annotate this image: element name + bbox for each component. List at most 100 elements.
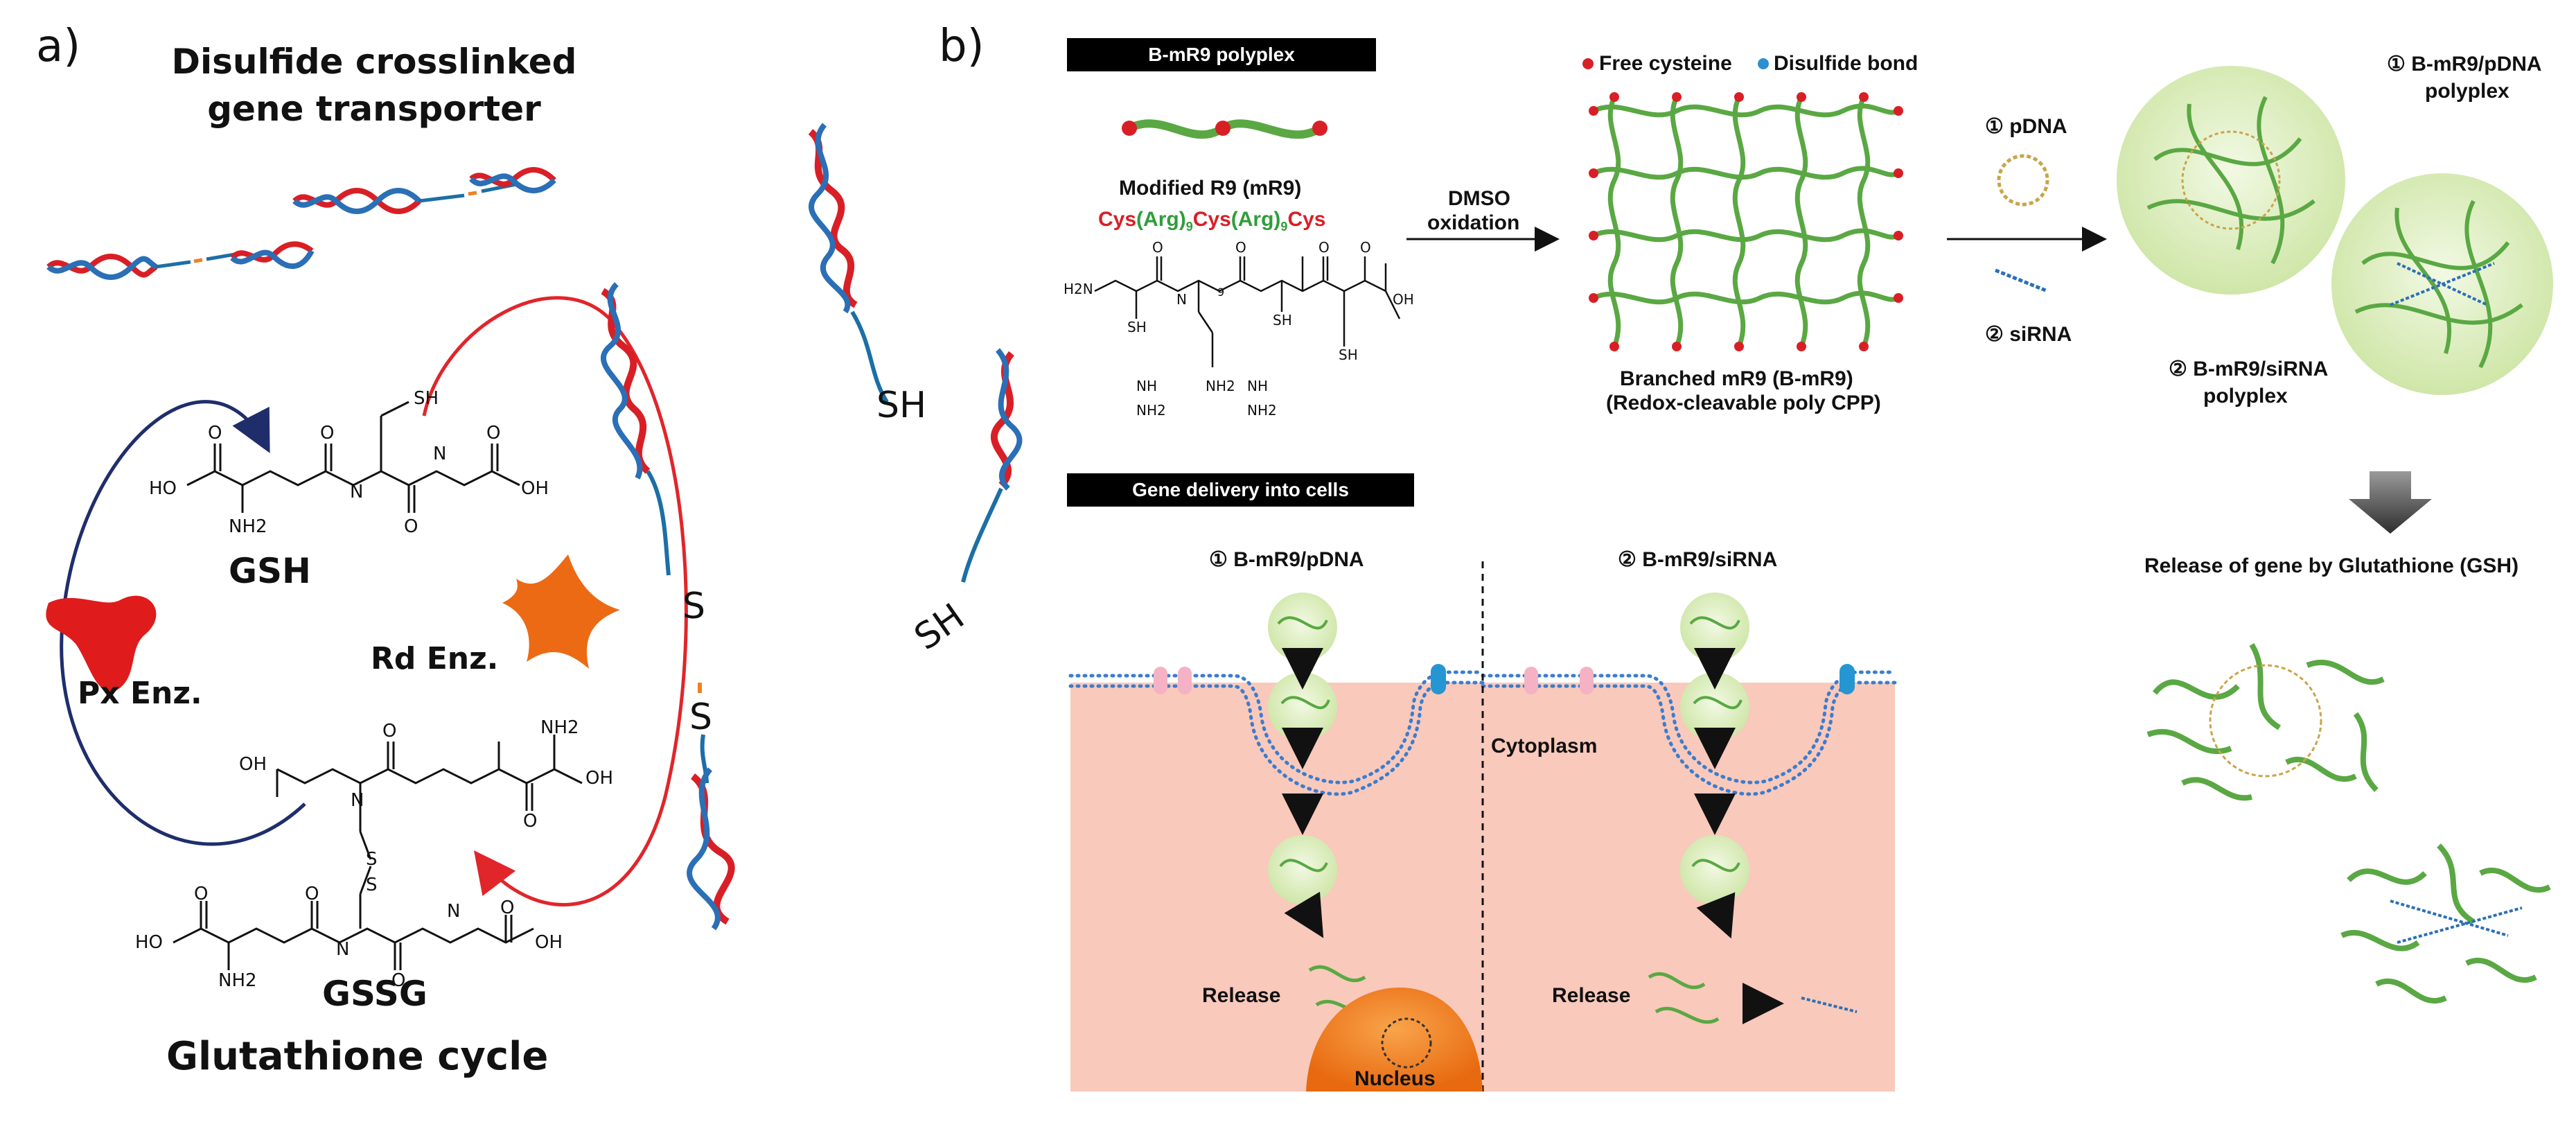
pdna-icon <box>1997 154 2049 207</box>
gssg-ho-bottom: HO <box>135 932 164 953</box>
mr9-o-2: O <box>1235 239 1246 256</box>
seq-cys-3: Cys <box>1287 208 1326 231</box>
cell-membrane-2 <box>1481 664 1897 796</box>
gene-delivery-header: Gene delivery into cells <box>1067 473 1414 507</box>
gssg-s1: S <box>366 849 378 870</box>
modified-r9-label: Modified R9 (mR9) <box>1119 177 1302 200</box>
gsh-o2: O <box>320 423 335 444</box>
nucleus-label: Nucleus <box>1355 1067 1436 1090</box>
release-label-2: Release <box>1552 984 1631 1007</box>
branched-mr9-network <box>1592 96 1900 348</box>
gssg-n-b2: N <box>447 901 461 922</box>
thiol-dna-2 <box>961 348 1023 583</box>
gssg-o-b1: O <box>194 884 209 904</box>
gssg-s2: S <box>366 875 378 895</box>
mr9-polymer-icon <box>1122 119 1327 139</box>
rd-enzyme-label: Rd Enz. <box>371 641 499 676</box>
mr9-sh-3: SH <box>1339 347 1358 363</box>
gssg-label: GSSG <box>322 974 427 1014</box>
gssg-n-b1: N <box>336 939 350 960</box>
legend-free-cysteine: Free cysteine <box>1599 52 1732 75</box>
gssg-oh-right: OH <box>585 768 614 789</box>
pdna-label: ① pDNA <box>1985 115 2067 138</box>
gssg-nh2-bottom: NH2 <box>218 970 257 991</box>
mr9-nh2-3: NH2 <box>1247 402 1277 419</box>
legend-disulfide-dot <box>1758 58 1769 69</box>
mr9-nh-1: NH <box>1136 378 1157 394</box>
legend-free-cysteine-dot <box>1582 58 1594 69</box>
dna-transporter-left <box>46 241 315 280</box>
px-enzyme-shape <box>46 595 157 692</box>
disulfide-dna-long <box>601 282 735 931</box>
mr9-nh2-2: NH2 <box>1206 378 1235 394</box>
gssg-o-b4: O <box>500 897 515 918</box>
release-gsh-label: Release of gene by Glutathione (GSH) <box>2144 554 2519 577</box>
sirna-polyplex-sublabel: polyplex <box>2203 385 2288 407</box>
gssg-oh-top: OH <box>239 754 267 775</box>
red-cycle-arrow <box>422 296 688 906</box>
mr9-nine-1: 9 <box>1217 286 1225 299</box>
nucleus-shape <box>1306 988 1483 1092</box>
panel-a-title: Disulfide crosslinked gene transporter <box>171 42 577 129</box>
mr9-nh-2: NH <box>1247 378 1268 394</box>
gssg-o-b2: O <box>305 884 319 904</box>
gssg-o-b3: O <box>391 970 406 991</box>
sirna-polyplex-label: ② B-mR9/siRNA <box>2169 358 2329 380</box>
released-sirna-strands <box>2340 843 2551 1004</box>
seq-sub-2: 9 <box>1280 220 1288 234</box>
mr9-nh2-1: NH2 <box>1136 402 1166 419</box>
gsh-n2: N <box>433 444 447 464</box>
gssg-o-top: O <box>382 721 397 742</box>
release-label-1: Release <box>1202 984 1281 1007</box>
branched-mr9-label: Branched mR9 (B-mR9) <box>1620 367 1853 390</box>
mr9-o-1: O <box>1152 239 1163 256</box>
disulfide-s-top: S <box>682 586 706 627</box>
cytoplasm-label: Cytoplasm <box>1491 735 1598 757</box>
sirna-polyplex-sphere <box>2331 173 2553 395</box>
polyplex-header: B-mR9 polyplex <box>1067 38 1376 71</box>
panel-a-label: a) <box>36 21 81 72</box>
gsh-label: GSH <box>229 551 311 591</box>
cell2-polyplex-stages <box>1648 593 1858 1024</box>
mr9-o-4: O <box>1360 239 1371 256</box>
oxidation-label: oxidation <box>1427 211 1520 234</box>
released-pdna-strands <box>2146 642 2385 801</box>
branched-free-cysteines <box>1589 92 1903 351</box>
gsh-n1: N <box>350 482 364 502</box>
thiol-label-1: SH <box>876 385 927 426</box>
mr9-sequence: Cys(Arg)9Cys(Arg)9Cys <box>1098 208 1325 234</box>
gsh-o1: O <box>208 423 222 444</box>
mr9-structure <box>1094 256 1401 367</box>
thiol-dna-1 <box>808 123 889 403</box>
gsh-ho: HO <box>149 478 177 499</box>
gsh-structure <box>186 401 520 513</box>
gssg-structure <box>173 735 583 970</box>
dna-transporter-top <box>292 167 556 214</box>
cell1-polyplex-stages <box>1268 593 1380 1017</box>
mr9-n-1: N <box>1176 291 1187 308</box>
pdna-in-nucleus <box>1381 1017 1432 1069</box>
pdna-polyplex-sphere <box>2117 66 2345 295</box>
gsh-nh2: NH2 <box>229 516 267 537</box>
px-enzyme-label: Px Enz. <box>78 676 202 711</box>
gsh-o3: O <box>404 516 418 537</box>
seq-arg-1: (Arg) <box>1136 208 1186 231</box>
gsh-oh: OH <box>521 478 549 499</box>
mr9-sh-2: SH <box>1273 312 1292 328</box>
gssg-oh-bottom: OH <box>535 932 563 953</box>
seq-arg-2: (Arg) <box>1230 208 1281 231</box>
cell2-title: ② B-mR9/siRNA <box>1618 548 1778 571</box>
sirna-label: ② siRNA <box>1985 323 2072 346</box>
panel-b-label: b) <box>939 21 985 72</box>
gssg-n-top: N <box>351 790 364 811</box>
gssg-o-right: O <box>523 811 538 832</box>
cell1-title: ① B-mR9/pDNA <box>1209 548 1364 571</box>
branched-mr9-sublabel: (Redox-cleavable poly CPP) <box>1606 392 1881 414</box>
mr9-oh: OH <box>1393 291 1414 308</box>
legend-disulfide-bond: Disulfide bond <box>1774 52 1918 75</box>
gssg-nh2-top: NH2 <box>540 717 579 738</box>
gsh-sh: SH <box>414 388 439 409</box>
disulfide-s-bottom: S <box>689 696 713 738</box>
release-down-arrow <box>2349 471 2432 534</box>
